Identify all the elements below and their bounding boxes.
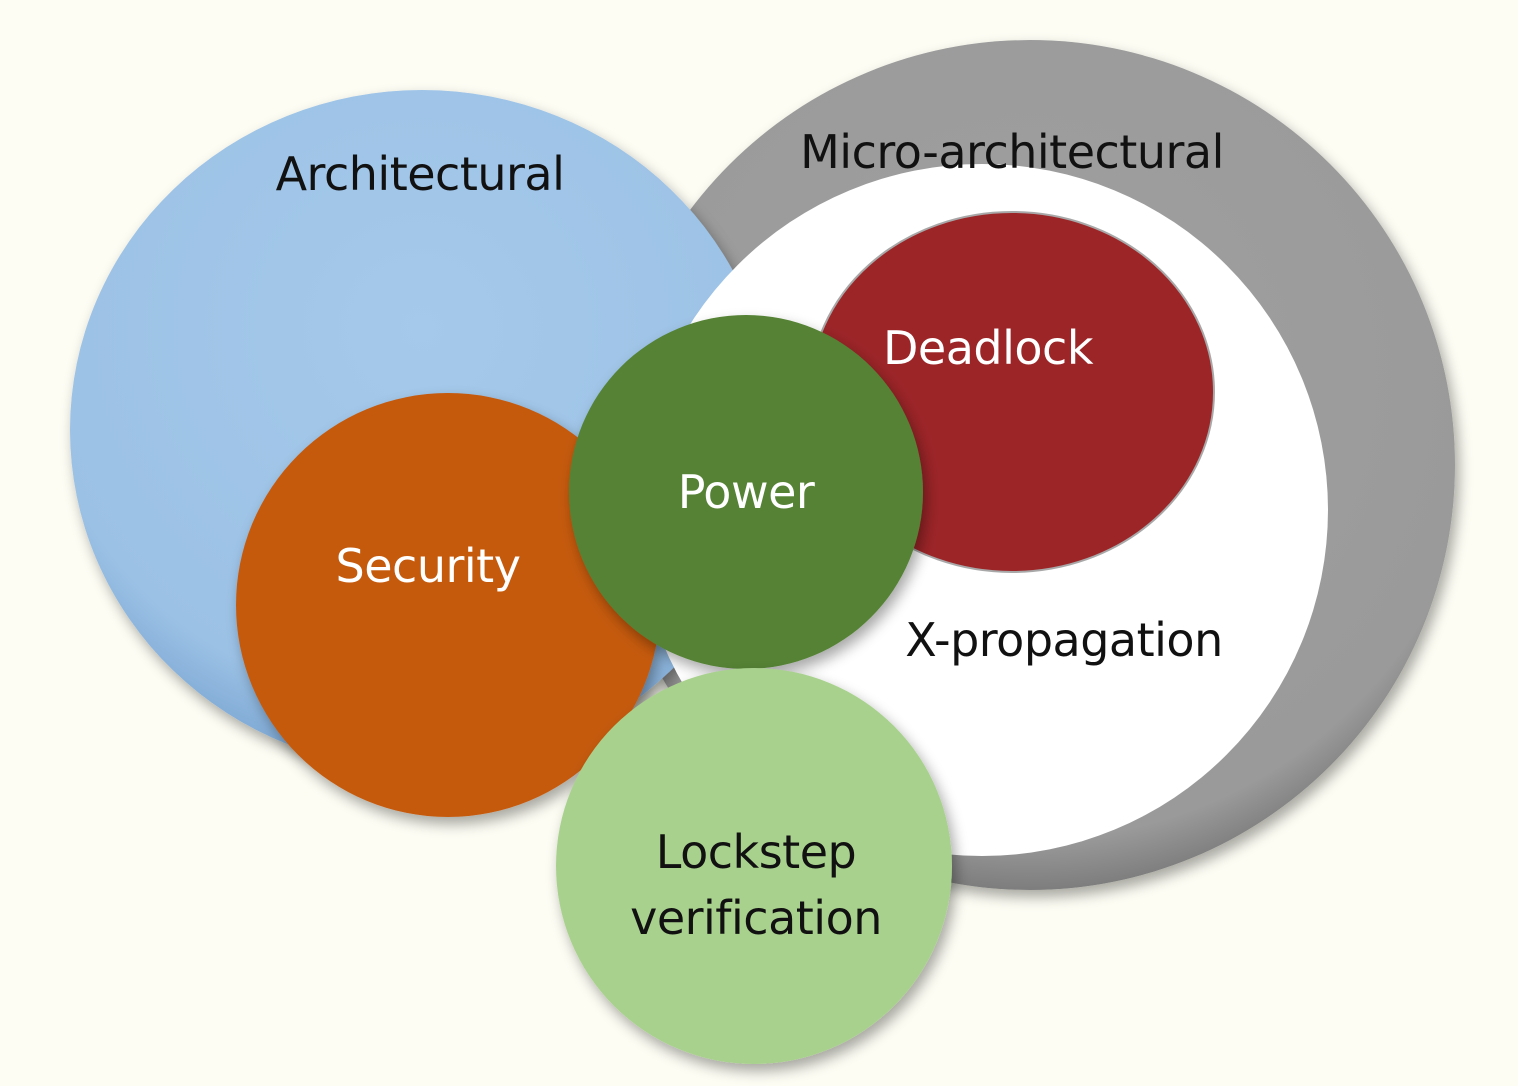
micro-architectural-label: Micro-architectural (800, 125, 1224, 179)
lockstep-label-line1: Lockstep (656, 825, 856, 879)
power-label: Power (678, 465, 815, 519)
security-circle (236, 393, 660, 817)
lockstep-label-line2: verification (630, 891, 882, 945)
lockstep-circle (556, 668, 952, 1064)
deadlock-label: Deadlock (883, 321, 1094, 375)
security-label: Security (336, 539, 521, 593)
power-circle (569, 315, 923, 669)
x-propagation-label: X-propagation (905, 613, 1222, 667)
architectural-label: Architectural (276, 147, 565, 201)
